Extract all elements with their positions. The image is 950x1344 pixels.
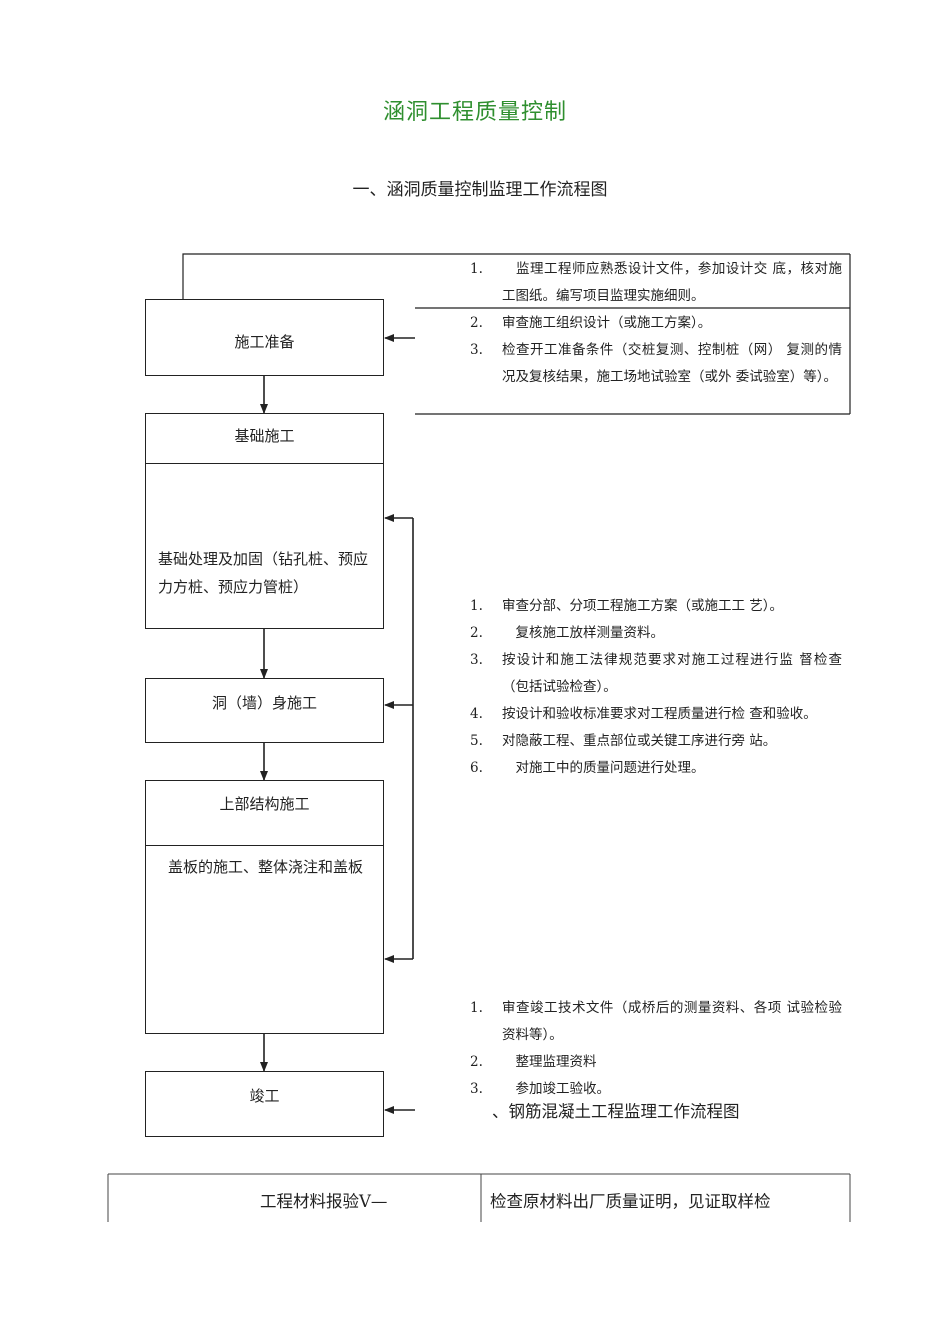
notes-construction: 1.审查分部、分项工程施工方案（或施工工 艺）。 2. 复核施工放样测量资料。 … [470,593,842,782]
note-item: 1.审查分部、分项工程施工方案（或施工工 艺）。 [470,598,784,614]
note-item: 2. 整理监理资料 [470,1054,597,1070]
note-item: 5.对隐蔽工程、重点部位或关键工序进行旁 站。 [470,733,777,749]
flow-box-wall: 洞（墙）身施工 [145,678,384,743]
flow-label-complete: 竣工 [249,1087,280,1105]
note-item: 1. 监理工程师应熟悉设计文件，参加设计交 底，核对施工图纸。编写项目监理实施细… [470,261,842,304]
table-left-label: 工程材料报验 [260,1192,359,1211]
note-item: 4.按设计和验收标准要求对工程质量进行检 查和验收。 [470,706,817,722]
flow-label-superstructure-detail: 盖板的施工、整体浇注和盖板 [167,858,363,876]
section-2-title: 、钢筋混凝土工程监理工作流程图 [492,1102,740,1121]
document-title: 涵洞工程质量控制 [382,100,567,125]
flow-label-prep: 施工准备 [234,333,295,351]
flow-box-complete: 竣工 [145,1071,384,1137]
note-item: 3. 参加竣工验收。 [470,1081,610,1097]
prep-top-connector [182,253,850,299]
flow-box-foundation-divider [146,463,383,464]
flow-box-foundation: 基础施工 基础处理及加固（钻孔桩、预应力方桩、预应力管桩） [145,413,384,629]
flow-label-foundation-detail: 基础处理及加固（钻孔桩、预应力方桩、预应力管桩） [158,550,369,596]
note-item: 3.按设计和施工法律规范要求对施工过程进行监 督检查（包括试验检查）。 [470,652,842,695]
flow-label-wall: 洞（墙）身施工 [211,694,317,712]
flow-box-superstructure-divider [146,845,383,846]
table-left-suffix: V— [359,1192,388,1211]
note-item: 1.审查竣工技术文件（成桥后的测量资料、各项 试验检验资料等）。 [470,1000,842,1043]
notes-prep: 1. 监理工程师应熟悉设计文件，参加设计交 底，核对施工图纸。编写项目监理实施细… [470,256,842,391]
note-item: 3.检查开工准备条件（交桩复测、控制桩（网） 复测的情况及复核结果，施工场地试验… [470,342,842,385]
notes-completion: 1.审查竣工技术文件（成桥后的测量资料、各项 试验检验资料等）。 2. 整理监理… [470,995,842,1103]
flow-label-foundation: 基础施工 [234,427,295,445]
flow-box-prep: 施工准备 [145,299,384,376]
note-item: 2. 复核施工放样测量资料。 [470,625,664,641]
flow-label-superstructure: 上部结构施工 [219,795,310,813]
table-right-cell: 检查原材料出厂质量证明，见证取样检 [490,1192,771,1211]
note-item: 2.审查施工组织设计（或施工方案）。 [470,315,712,331]
flow-box-superstructure: 上部结构施工 盖板的施工、整体浇注和盖板 [145,780,384,1034]
table-left-cell: 工程材料报验V— [260,1188,387,1212]
section-1-title: 一、涵洞质量控制监理工作流程图 [352,180,608,200]
note-item: 6. 对施工中的质量问题进行处理。 [470,760,705,776]
